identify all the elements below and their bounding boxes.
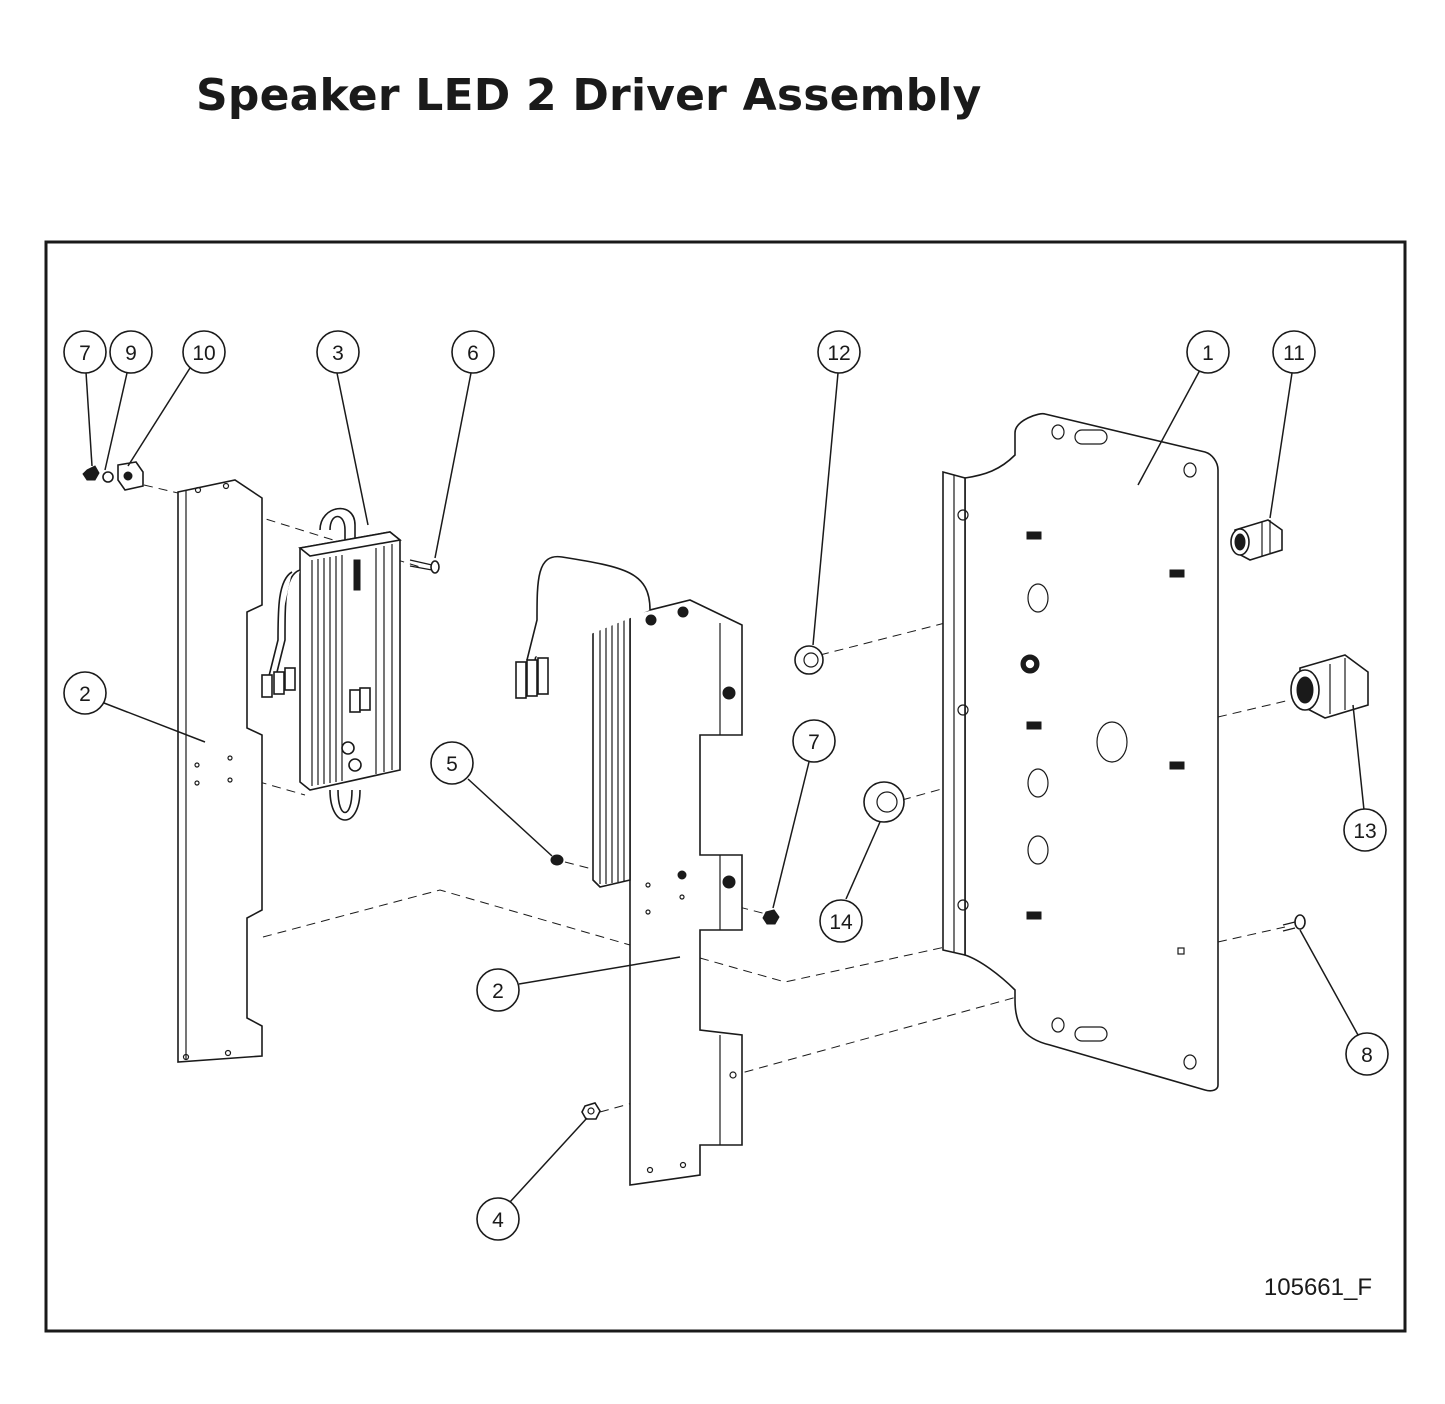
callout-1: 1 <box>1186 330 1230 374</box>
top-left-hardware <box>82 461 144 491</box>
callout-11: 11 <box>1272 330 1316 374</box>
callout-9: 9 <box>109 330 153 374</box>
callout-7-center: 7 <box>792 719 836 763</box>
lock-nut-12 <box>794 645 824 675</box>
fasteners <box>550 854 1306 1120</box>
svg-text:7: 7 <box>808 731 820 754</box>
svg-text:2: 2 <box>492 980 504 1003</box>
svg-text:5: 5 <box>446 753 458 776</box>
diagram-title: Speaker LED 2 Driver Assembly <box>196 70 982 121</box>
svg-text:4: 4 <box>492 1209 504 1232</box>
main-panel <box>942 412 1219 1092</box>
diagram-frame <box>44 240 1407 1333</box>
leader-lines <box>85 367 1365 1203</box>
callout-6: 6 <box>451 330 495 374</box>
callout-5: 5 <box>430 741 474 785</box>
svg-text:2: 2 <box>79 683 91 706</box>
callout-10: 10 <box>182 330 226 374</box>
led-driver-left <box>261 507 402 821</box>
callout-7-top: 7 <box>63 330 107 374</box>
svg-text:7: 7 <box>79 342 91 365</box>
svg-text:1: 1 <box>1202 342 1214 365</box>
svg-text:6: 6 <box>467 342 479 365</box>
screw-6 <box>409 559 440 574</box>
svg-text:14: 14 <box>829 911 853 934</box>
cable-gland-13 <box>1290 654 1369 719</box>
document-id: 105661_F <box>1264 1274 1372 1301</box>
callout-3: 3 <box>316 330 360 374</box>
cable-gland-11 <box>1230 519 1283 561</box>
led-driver-center <box>515 555 689 888</box>
callout-8: 8 <box>1345 1032 1389 1076</box>
lock-nut-14 <box>863 781 905 823</box>
callout-14: 14 <box>819 899 863 943</box>
svg-text:3: 3 <box>332 342 344 365</box>
svg-text:9: 9 <box>125 342 137 365</box>
callout-2-left: 2 <box>63 671 107 715</box>
callout-12: 12 <box>817 330 861 374</box>
callout-13: 13 <box>1343 808 1387 852</box>
svg-text:11: 11 <box>1283 342 1305 365</box>
svg-text:8: 8 <box>1361 1044 1373 1067</box>
svg-text:13: 13 <box>1353 820 1376 843</box>
callout-2-center: 2 <box>476 968 520 1012</box>
center-mounting-plate <box>629 599 743 1186</box>
panel-studs <box>1026 531 1185 920</box>
callout-4: 4 <box>476 1197 520 1241</box>
svg-text:12: 12 <box>827 342 850 365</box>
left-mounting-plate <box>177 479 263 1063</box>
svg-text:10: 10 <box>192 342 215 365</box>
driver-fins-left <box>311 544 393 786</box>
